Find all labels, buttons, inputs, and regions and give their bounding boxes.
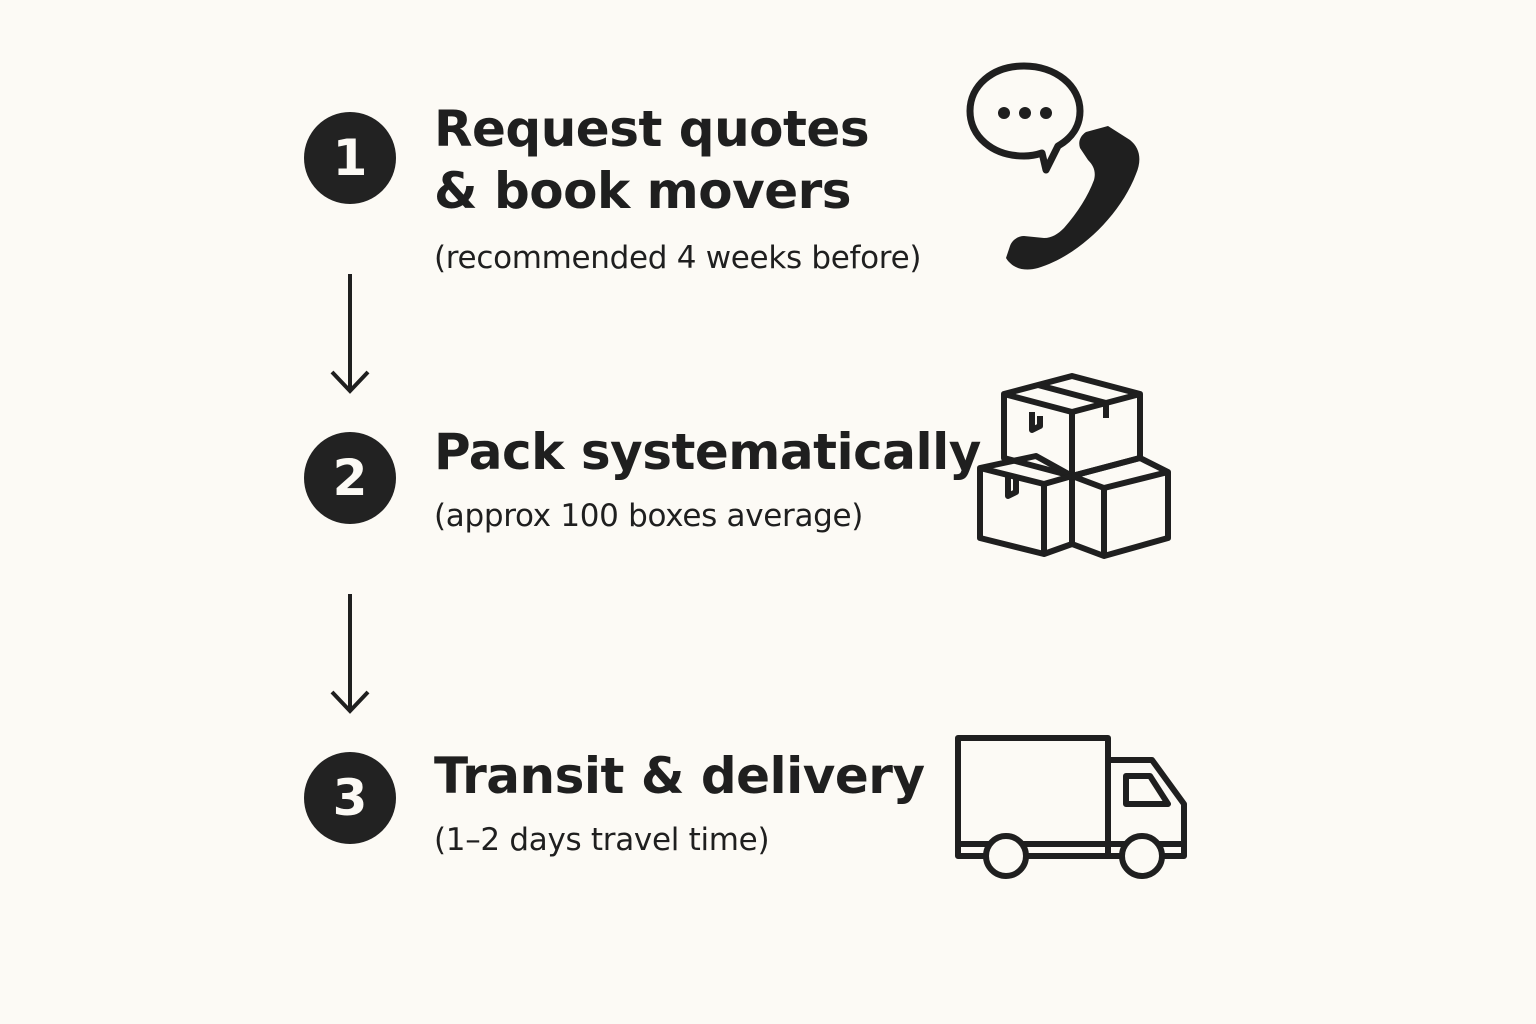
- step-title-line: & book movers: [434, 162, 852, 220]
- step-note: (1–2 days travel time): [434, 822, 770, 858]
- truck-icon: [955, 735, 1187, 879]
- step-title-line: Transit & delivery: [434, 747, 925, 805]
- down-arrow-icon: [330, 594, 370, 714]
- step-note: (recommended 4 weeks before): [434, 240, 922, 276]
- down-arrow-icon: [330, 274, 370, 394]
- step-number-badge: 3: [304, 752, 396, 844]
- step-title-line: Pack systematically: [434, 423, 981, 481]
- step-note: (approx 100 boxes average): [434, 498, 864, 534]
- step-title: Pack systematically: [434, 421, 981, 483]
- step-number-badge: 1: [304, 112, 396, 204]
- step-title: Request quotes & book movers: [434, 98, 870, 222]
- phone-chat-icon: [966, 62, 1140, 270]
- step-title-line: Request quotes: [434, 100, 870, 158]
- step-title: Transit & delivery: [434, 745, 925, 807]
- boxes-icon: [977, 373, 1171, 559]
- step-number-badge: 2: [304, 432, 396, 524]
